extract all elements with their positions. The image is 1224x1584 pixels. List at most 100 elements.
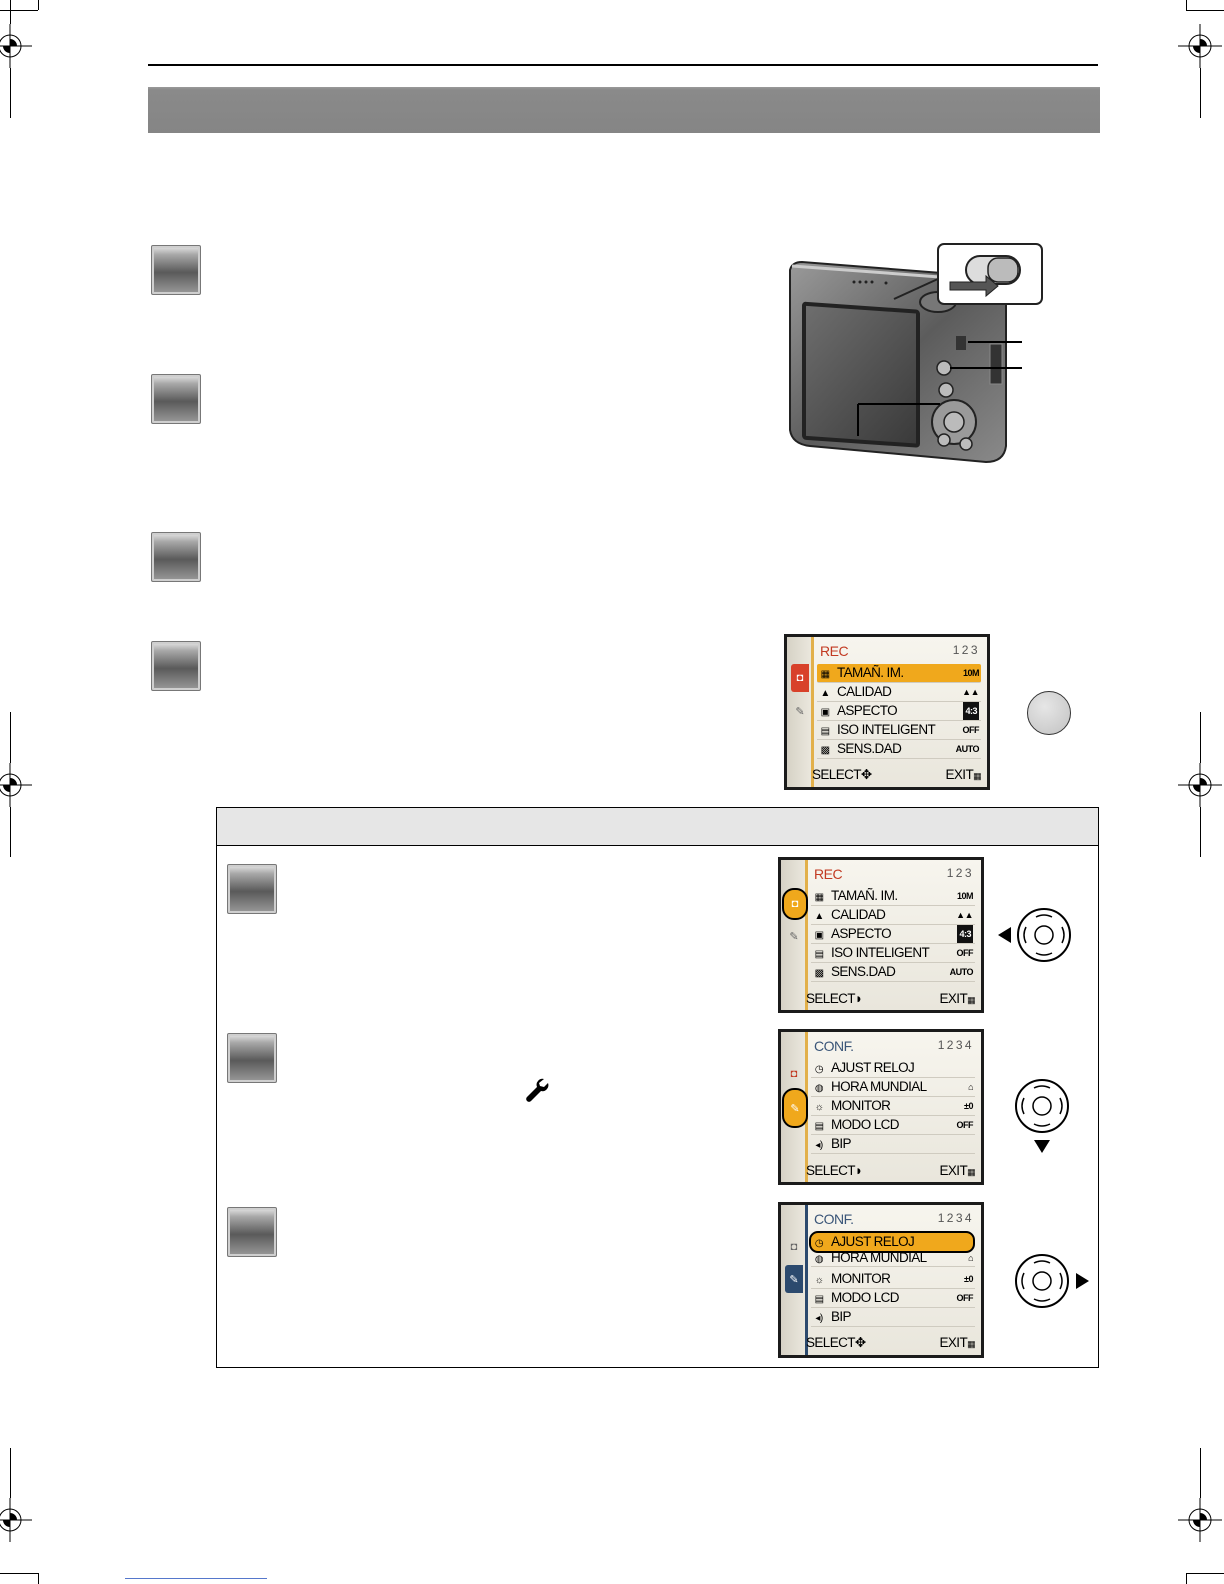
- step-box-3: [151, 532, 201, 582]
- crop-mark: [10, 807, 11, 857]
- dpad-icon: ◗: [854, 1163, 863, 1178]
- lcd-icon: ▤: [814, 1294, 824, 1305]
- menu-row-selected[interactable]: ◷AJUST RELOJ: [809, 1231, 975, 1253]
- menu-set-icon: ▦: [973, 771, 981, 781]
- iso-icon: ▤: [820, 726, 830, 737]
- dpad-icon: ✥: [860, 767, 872, 782]
- menu-screen-rec-main: ◘ ✎ REC 1 2 3 ▦TAMAÑ. IM.10M ▲CALIDAD▲▲ …: [784, 634, 990, 790]
- menu-row[interactable]: ▲CALIDAD▲▲: [817, 683, 981, 702]
- wrench-icon: [526, 1078, 549, 1102]
- brightness-icon: ☼: [814, 1275, 824, 1286]
- crop-mark: [38, 1573, 39, 1584]
- step-box-1: [151, 245, 201, 295]
- registration-mark-icon: [1178, 24, 1222, 68]
- dpad-icon: ✥: [854, 1335, 866, 1350]
- crop-mark: [1200, 68, 1201, 118]
- wrench-icon: ✎: [785, 1265, 803, 1293]
- menu-set-icon: ▦: [967, 995, 975, 1005]
- menu-set-icon: ▦: [967, 1167, 975, 1177]
- aspect-icon: ▣: [820, 707, 830, 718]
- menu-row[interactable]: ◂)BIP: [811, 1135, 975, 1154]
- menu-screen-conf-tab-selected: ◘ ✎ CONF. 1 2 3 4 ◷AJUST RELOJ ◍HORA MUN…: [778, 1029, 984, 1185]
- crop-mark: [1186, 1573, 1187, 1584]
- camera-icon: ◘: [790, 1068, 798, 1080]
- speaker-icon: ◂): [815, 1140, 823, 1151]
- dpad-icon: ◗: [854, 991, 863, 1006]
- dpad-left-icon: [998, 908, 1071, 962]
- camera-icon: ◘: [791, 664, 809, 692]
- crop-mark: [1186, 10, 1224, 11]
- crop-mark: [38, 0, 39, 10]
- registration-mark-icon: [1178, 1498, 1222, 1542]
- brightness-icon: ☼: [814, 1102, 824, 1113]
- wrench-icon: ✎: [789, 930, 799, 943]
- menu-set-button-icon: [1027, 691, 1071, 735]
- registration-mark-icon: [1178, 763, 1222, 807]
- wrench-icon[interactable]: ✎: [782, 1088, 808, 1128]
- quality-icon: ▲: [820, 688, 830, 699]
- camera-illustration: [789, 243, 1043, 464]
- sub-step-box-2: [227, 1033, 277, 1083]
- crop-mark: [1186, 0, 1187, 10]
- camera-icon[interactable]: ◘: [782, 888, 808, 920]
- dpad-right-icon: [1015, 1254, 1089, 1308]
- menu-row[interactable]: ▲CALIDAD▲▲: [811, 906, 975, 925]
- menu-screen-conf-clock-selected: ◘ ✎ CONF. 1 2 3 4 ◷AJUST RELOJ ◍HORA MUN…: [778, 1202, 984, 1358]
- menu-row[interactable]: ◂)BIP: [811, 1308, 975, 1327]
- sub-steps-box: [216, 807, 1099, 1368]
- menu-title: REC: [820, 643, 849, 659]
- menu-row[interactable]: ▦TAMAÑ. IM.10M: [817, 664, 981, 683]
- sensitivity-icon: ▩: [820, 745, 830, 756]
- crop-mark: [0, 10, 38, 11]
- crop-mark: [10, 0, 11, 24]
- clock-icon: ◷: [814, 1238, 824, 1249]
- section-title-bar: [148, 87, 1100, 133]
- step-box-2: [151, 374, 201, 424]
- image-size-icon: ▦: [820, 669, 830, 680]
- crop-mark: [0, 1573, 38, 1574]
- registration-mark-icon: [0, 1498, 32, 1542]
- menu-row[interactable]: ◍HORA MUNDIAL⌂: [811, 1078, 975, 1097]
- registration-mark-icon: [0, 763, 32, 807]
- dpad-down-icon: [1015, 1079, 1069, 1153]
- globe-icon: ◍: [814, 1083, 824, 1094]
- menu-row[interactable]: ◷AJUST RELOJ: [811, 1059, 975, 1078]
- menu-row[interactable]: ▦TAMAÑ. IM.10M: [811, 887, 975, 906]
- registration-mark-icon: [0, 24, 32, 68]
- sub-step-box-3: [227, 1207, 277, 1257]
- menu-row[interactable]: ☼MONITOR±0: [811, 1270, 975, 1289]
- menu-footer: SELECT✥ EXIT▦: [812, 767, 982, 782]
- sub-step-box-1: [227, 864, 277, 914]
- crop-mark: [1200, 807, 1201, 857]
- menu-page-indicator: 1 2 3: [952, 643, 978, 657]
- crop-mark: [1200, 712, 1201, 763]
- header-rule: [148, 64, 1098, 66]
- crop-mark: [1186, 1573, 1224, 1574]
- menu-row[interactable]: ◍HORA MUNDIAL⌂: [811, 1252, 975, 1267]
- camera-icon: ◘: [790, 1241, 798, 1253]
- crop-mark: [10, 68, 11, 118]
- crop-mark: [10, 1448, 11, 1498]
- clock-icon: ◷: [814, 1064, 824, 1075]
- footer-link-line: [125, 1578, 267, 1579]
- globe-icon: ◍: [814, 1254, 824, 1265]
- crop-mark: [1200, 1448, 1201, 1498]
- crop-mark: [10, 712, 11, 763]
- wrench-icon: ✎: [795, 705, 805, 718]
- home-icon: ⌂: [968, 1082, 973, 1092]
- lcd-icon: ▤: [814, 1121, 824, 1132]
- menu-row[interactable]: ☼MONITOR±0: [811, 1097, 975, 1116]
- speaker-icon: ◂): [815, 1313, 823, 1324]
- menu-screen-rec-tab-selected: ◘ ✎ REC 1 2 3 ▦TAMAÑ. IM.10M ▲CALIDAD▲▲ …: [778, 857, 984, 1013]
- sub-steps-header: [217, 808, 1098, 846]
- step-box-4: [151, 641, 201, 691]
- menu-set-icon: ▦: [967, 1339, 975, 1349]
